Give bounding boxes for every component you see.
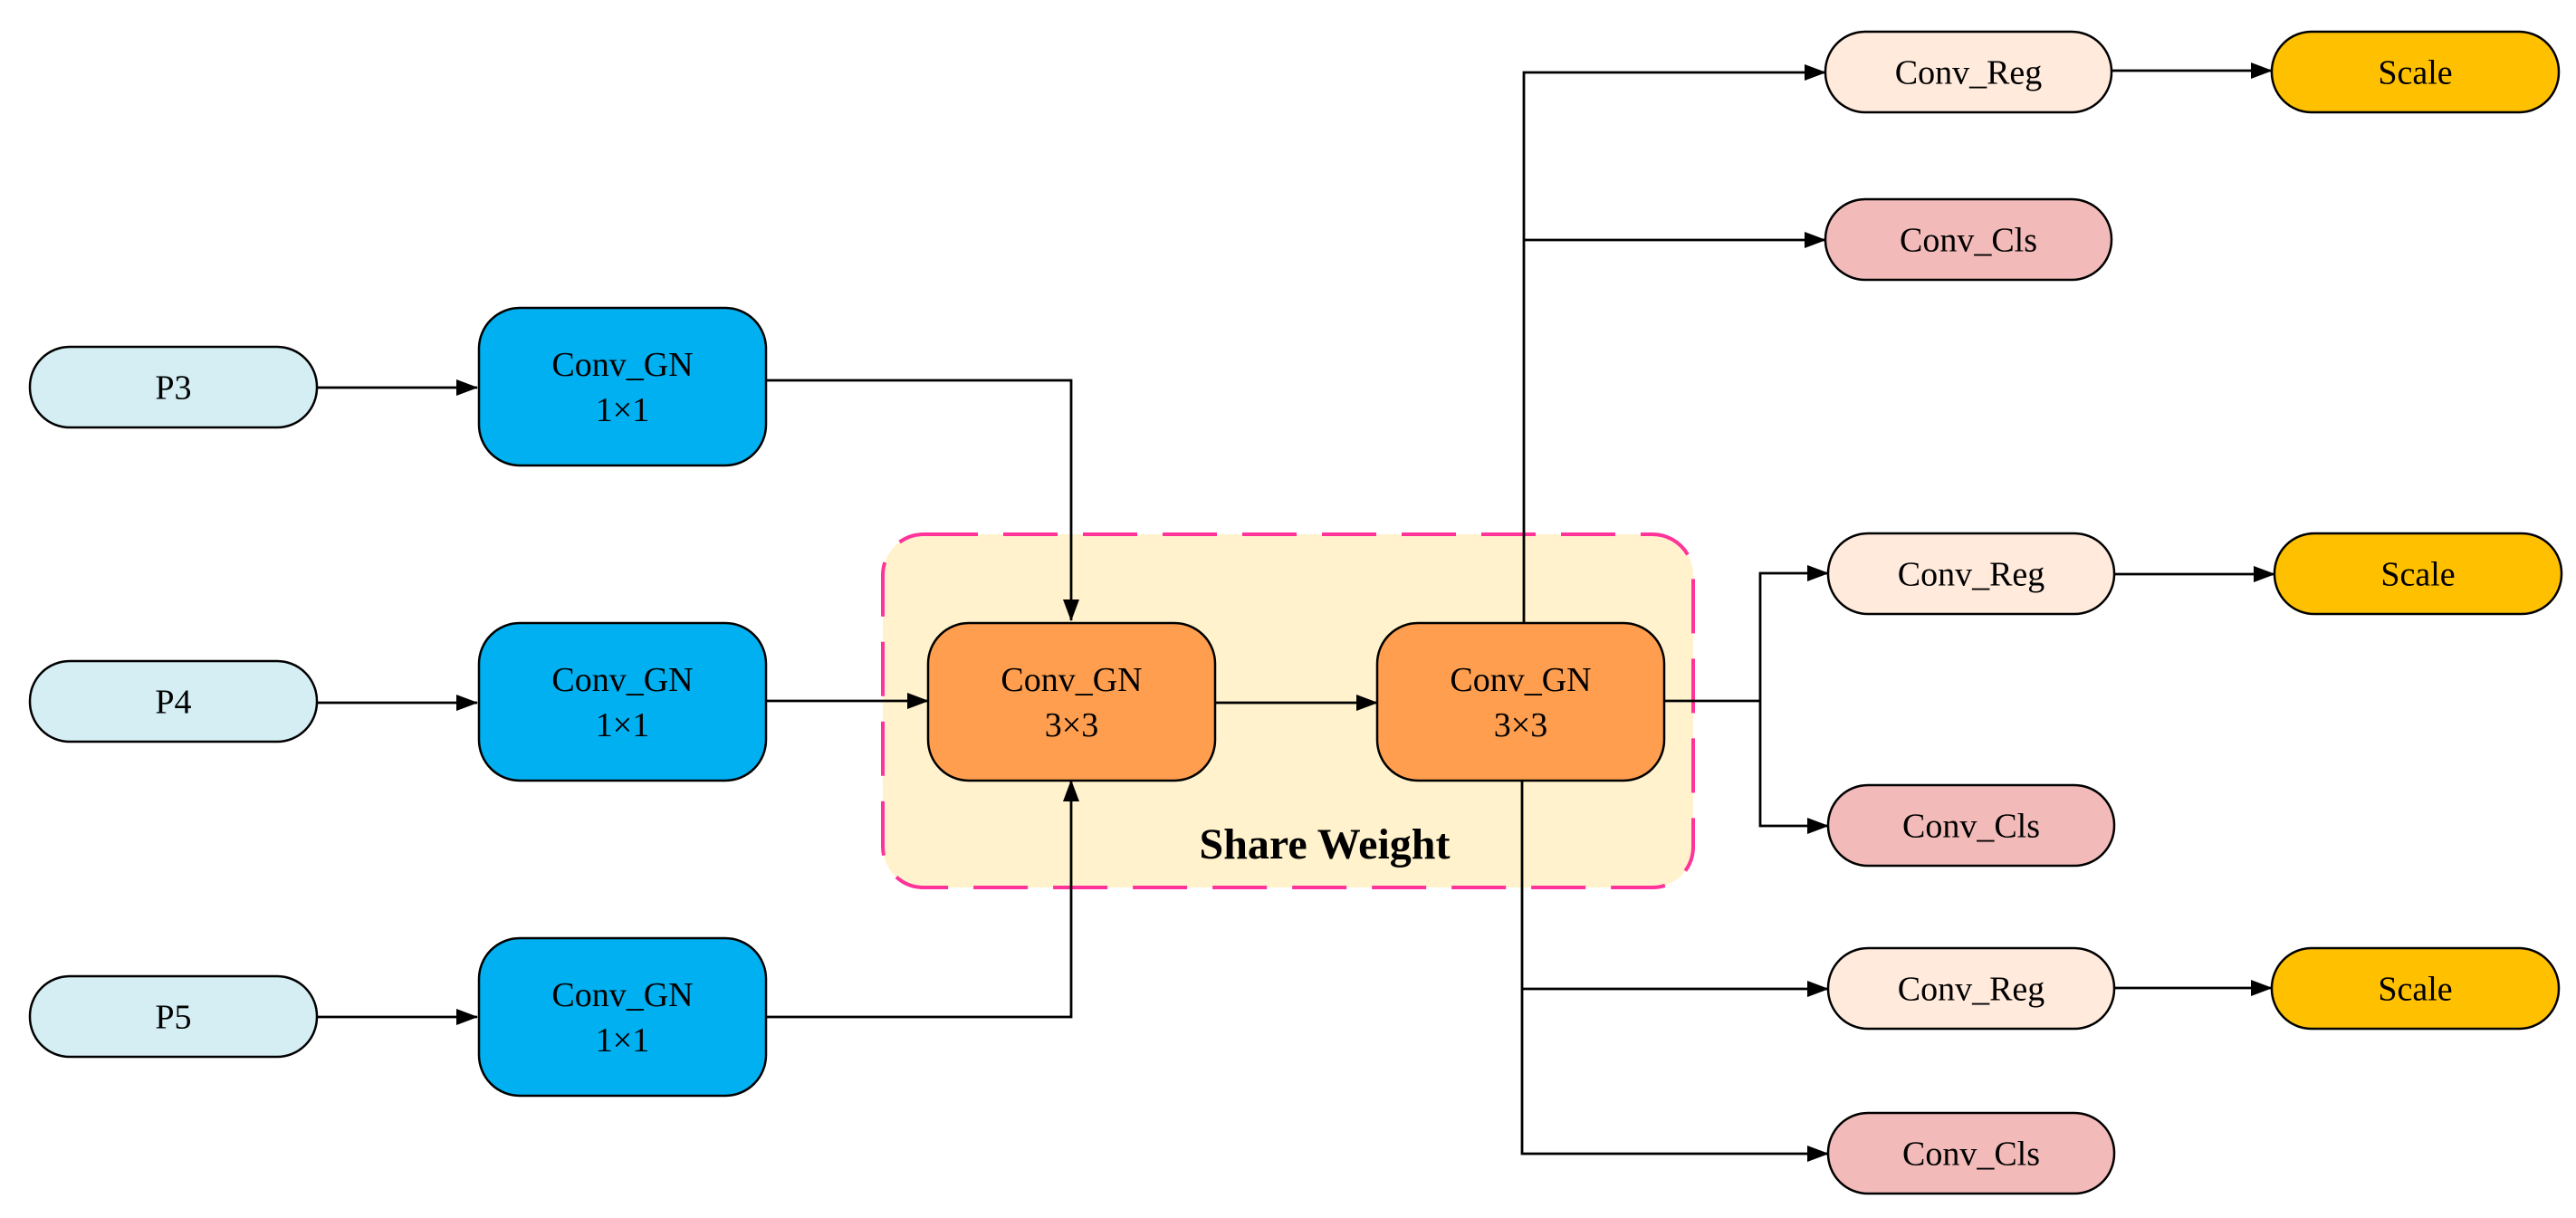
node-shape-conv-gn-p4 <box>477 621 768 782</box>
edge-shared-b-cls-mid <box>1758 701 1829 834</box>
node-shape-scale-top <box>2270 30 2561 114</box>
node-shape-p5 <box>28 974 319 1059</box>
nodes: P3P4P5Conv_GN1×1Conv_GN1×1Conv_GN1×1Conv… <box>28 30 2563 1195</box>
node-label-conv-reg-mid-0: Conv_Reg <box>1898 556 2045 594</box>
node-shape-conv-reg-mid <box>1826 532 2116 616</box>
edge-shared-b-reg-top <box>1522 64 1826 623</box>
node-shape-scale-mid <box>2273 532 2563 616</box>
node-label-conv-gn-p3-0: Conv_GN <box>551 346 693 384</box>
node-label-scale-mid-0: Scale <box>2380 556 2455 594</box>
node-conv-gn-p5: Conv_GN 1×1 <box>477 936 768 1098</box>
node-label-conv-gn-p5-1: 1×1 <box>596 1021 649 1060</box>
node-label-shared-conv-gn-a-1: 3×3 <box>1045 706 1098 744</box>
node-label-scale-bot-0: Scale <box>2378 971 2452 1009</box>
node-conv-cls-mid: Conv_Cls <box>1826 783 2116 868</box>
share-weight-label: Share Weight <box>1200 820 1451 868</box>
node-shape-conv-reg-top <box>1824 30 2113 114</box>
node-shape-shared-conv-gn-a <box>926 621 1217 782</box>
node-label-conv-gn-p3-1: 1×1 <box>596 391 649 429</box>
node-shape-shared-conv-gn-b <box>1375 621 1666 782</box>
node-shape-p3 <box>28 345 319 429</box>
node-p4: P4 <box>28 659 319 743</box>
node-conv-gn-p4: Conv_GN 1×1 <box>477 621 768 782</box>
node-shape-scale-bot <box>2270 946 2561 1031</box>
node-label-shared-conv-gn-b-0: Conv_GN <box>1450 661 1591 699</box>
node-conv-reg-bot: Conv_Reg <box>1826 946 2116 1031</box>
node-label-p3-0: P3 <box>155 369 191 408</box>
node-label-conv-reg-bot-0: Conv_Reg <box>1898 971 2045 1009</box>
node-label-p4-0: P4 <box>155 684 191 722</box>
node-label-conv-cls-mid-0: Conv_Cls <box>1902 808 2040 846</box>
node-label-shared-conv-gn-b-1: 3×3 <box>1494 706 1547 744</box>
node-shape-p4 <box>28 659 319 743</box>
node-label-conv-cls-bot-0: Conv_Cls <box>1902 1136 2040 1174</box>
node-conv-cls-top: Conv_Cls <box>1824 197 2113 282</box>
node-scale-bot: Scale <box>2270 946 2561 1031</box>
edge-shared-b-reg-mid <box>1758 565 1829 701</box>
node-conv-reg-mid: Conv_Reg <box>1826 532 2116 616</box>
node-conv-cls-bot: Conv_Cls <box>1826 1111 2116 1195</box>
node-label-scale-top-0: Scale <box>2378 54 2452 92</box>
node-label-conv-reg-top-0: Conv_Reg <box>1895 54 2043 92</box>
node-shape-conv-gn-p5 <box>477 936 768 1098</box>
node-label-p5-0: P5 <box>155 999 191 1037</box>
node-shape-conv-reg-bot <box>1826 946 2116 1031</box>
node-shape-conv-cls-bot <box>1826 1111 2116 1195</box>
edge-shared-b-reg-bot <box>1520 781 1829 1162</box>
node-conv-reg-top: Conv_Reg <box>1824 30 2113 114</box>
node-label-conv-gn-p5-0: Conv_GN <box>551 976 693 1014</box>
node-scale-top: Scale <box>2270 30 2561 114</box>
edge-p3branch-shared-a <box>766 379 1079 621</box>
node-label-conv-gn-p4-0: Conv_GN <box>551 661 693 699</box>
node-p3: P3 <box>28 345 319 429</box>
node-shape-conv-cls-mid <box>1826 783 2116 868</box>
node-conv-gn-p3: Conv_GN 1×1 <box>477 306 768 467</box>
node-scale-mid: Scale <box>2273 532 2563 616</box>
node-label-conv-gn-p4-1: 1×1 <box>596 706 649 744</box>
node-p5: P5 <box>28 974 319 1059</box>
node-shape-conv-cls-top <box>1824 197 2113 282</box>
edges <box>317 62 2275 1162</box>
node-label-conv-cls-top-0: Conv_Cls <box>1900 222 2037 260</box>
node-label-shared-conv-gn-a-0: Conv_GN <box>1001 661 1142 699</box>
edge-p5branch-shared-a <box>766 780 1079 1019</box>
node-shared-conv-gn-b: Conv_GN 3×3 <box>1375 621 1666 782</box>
node-shape-conv-gn-p3 <box>477 306 768 467</box>
node-shared-conv-gn-a: Conv_GN 3×3 <box>926 621 1217 782</box>
